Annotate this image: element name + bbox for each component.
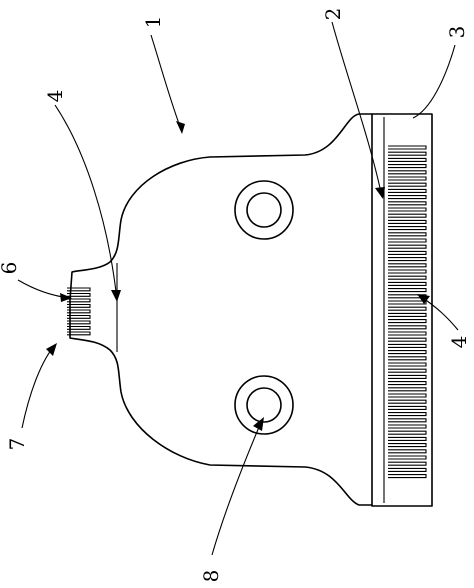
blade-tooth [388,474,427,479]
ref-label-3: 3 [445,26,469,39]
ref-label-6: 6 [0,262,21,275]
blade-tooth [388,368,427,373]
blade-tooth [388,201,427,206]
blade-tooth [388,325,427,330]
blade-tooth [388,350,427,355]
blade-tooth [388,176,427,181]
blade-tooth [388,300,427,305]
blade-tooth [388,455,427,460]
blade-tooth [388,170,427,175]
blade-teeth [388,145,427,479]
blade-tooth [388,362,427,367]
blade-tooth [388,374,427,379]
blade-tooth [388,195,427,200]
leader-line-1 [150,34,183,133]
blade-tooth [388,207,427,212]
blade-tooth [388,232,427,237]
tip-tooth [67,320,91,325]
mounting-hole-bottom-inner [246,387,282,423]
tip-tooth [67,287,91,292]
blade-tooth [388,381,427,386]
blade-tooth [388,443,427,448]
blade-tooth [388,151,427,156]
tip-tooth [67,314,91,319]
blade-tooth [388,281,427,286]
ref-label-4-top: 4 [43,90,67,103]
blade-tooth [388,337,427,342]
blade-tooth [388,412,427,417]
leader-line-4-top [54,104,118,301]
ref-label-2: 2 [321,8,345,21]
blade-tooth [388,399,427,404]
blade-tooth [388,467,427,472]
cutting-blade-strip [371,113,433,507]
blade-tooth [388,306,427,311]
blade-body-outline [69,113,373,506]
blade-tooth [388,157,427,162]
blade-tooth [388,244,427,249]
leader-arrow-7 [46,343,57,356]
tip-tooth [67,331,91,336]
blade-tooth [388,219,427,224]
mounting-hole-top-inner [246,192,282,228]
leader-arrow-4-top [111,290,121,302]
blade-tooth [388,405,427,410]
blade-tooth [388,213,427,218]
leader-arrow-8 [253,417,264,431]
leader-arrow-4-right [417,294,430,304]
ref-label-4-right: 4 [447,336,471,349]
blade-tooth [388,430,427,435]
ref-label-8: 8 [199,570,223,583]
blade-tooth [388,312,427,317]
ref-label-7: 7 [5,438,29,451]
blade-tooth [388,449,427,454]
leader-line-3 [412,44,456,119]
tip-tooth [67,309,91,314]
blade-tooth [388,145,427,150]
blade-tooth [388,250,427,255]
tip-teeth [67,287,91,336]
tip-tooth [67,325,91,330]
blade-tooth [388,226,427,231]
blade-tooth [388,418,427,423]
blade-tooth [388,424,427,429]
mounting-hole-bottom-outer [234,375,294,435]
blade-tooth [388,288,427,293]
blade-tooth [388,275,427,280]
blade-tooth [388,356,427,361]
tip-tooth [67,303,91,308]
leader-arrow-1 [176,121,185,134]
blade-tooth [388,238,427,243]
mounting-hole-top-outer [234,180,294,240]
blade-tooth [388,387,427,392]
blade-tooth [388,393,427,398]
leader-arrow-6 [60,293,72,302]
tip-tooth [67,298,91,303]
blade-tooth [388,188,427,193]
blade-tooth [388,164,427,169]
blade-tooth [388,257,427,262]
leader-line-7 [21,344,56,429]
blade-tooth [388,319,427,324]
blade-tooth [388,263,427,268]
blade-tooth [388,182,427,187]
leader-line-8 [211,419,263,556]
blade-tooth [388,331,427,336]
leader-line-2 [331,21,383,198]
ref-label-1: 1 [141,16,165,29]
blade-tooth [388,461,427,466]
blade-tooth [388,269,427,274]
leader-arrow-2 [375,187,385,199]
blade-tooth [388,436,427,441]
tip-tooth [67,292,91,297]
blade-tooth [388,343,427,348]
